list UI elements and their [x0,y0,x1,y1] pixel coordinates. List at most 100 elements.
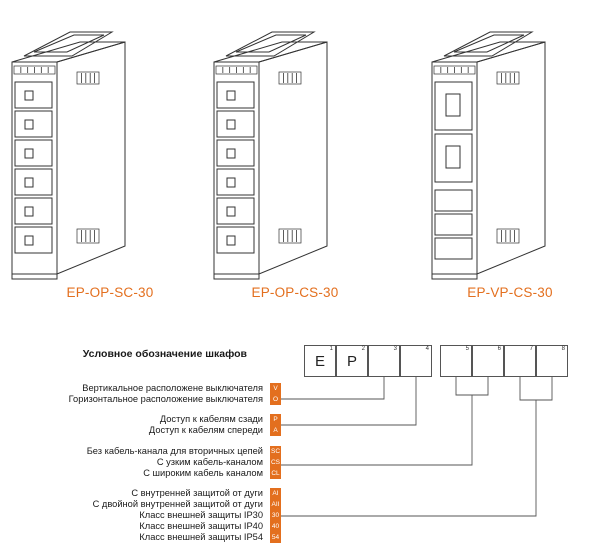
code-position-box: 8 [536,345,568,377]
position-number: 7 [529,346,533,352]
cabinet-drawing [431,31,546,280]
legend-row-label: Доступ к кабелям спереди [148,425,263,435]
legend-row-label: С внутренней защитой от дуги [131,488,263,498]
position-number: 4 [425,346,429,352]
module-handle [226,119,236,130]
legend-row-label: С узким кабель-каналом [156,457,263,467]
connector-line [519,377,553,401]
module-door [14,139,53,167]
top-vent [215,65,258,75]
module-door [216,226,255,254]
connector-line [281,395,473,466]
code-badge: CS [270,457,281,468]
module-door [216,168,255,196]
legend-row-label: Без кабель-канала для вторичных цепей [86,446,263,456]
cabinet-label: EP-VP-CS-30 [467,285,553,300]
module-handle [226,235,236,246]
cabinet-top [431,41,546,63]
module-handle [226,177,236,188]
code-position-box: 5 [440,345,472,377]
code-position-box: 3 [368,345,400,377]
code-badge: P [270,414,281,425]
cabinet-top [11,41,126,63]
cabinet-figure: EP-OP-SC-30 [0,0,190,300]
module-door [14,168,53,196]
module-handle [445,93,461,117]
code-badge: AI [270,488,281,499]
position-number: 5 [465,346,469,352]
cabinet-drawing [213,31,328,280]
legend-title: Условное обозначение шкафов [82,348,247,360]
module-door [216,110,255,138]
module-door [434,237,473,260]
module-door [14,197,53,225]
module-door [14,81,53,109]
module-handle [24,206,34,217]
module-handle [445,145,461,169]
legend-row-label: Класс внешней защиты IP54 [139,532,263,542]
position-number: 1 [329,346,333,352]
position-number: 3 [393,346,397,352]
legend-row-label: Класс внешней защиты IP30 [139,510,263,520]
module-door [434,189,473,212]
module-handle [24,235,34,246]
connector-line [455,377,489,396]
module-handle [24,119,34,130]
module-door [434,213,473,236]
cabinet-drawing [11,31,126,280]
cabinet-figure: EP-OP-CS-30 [202,0,392,300]
cabinet-figure: EP-VP-CS-30 [420,0,605,300]
legend-row-label: Вертикальное расположене выключателя [82,383,263,393]
side-vent-bottom [278,228,302,244]
side-vent-bottom [76,228,100,244]
module-handle [226,90,236,101]
position-number: 6 [497,346,501,352]
cabinet-label: EP-OP-SC-30 [66,285,154,300]
cabinet-top [213,41,328,63]
module-door [14,110,53,138]
connector-line [281,377,385,400]
code-badge: A [270,425,281,436]
module-handle [24,177,34,188]
code-badge: 54 [270,532,281,543]
connector-line [281,377,417,426]
top-vent [433,65,476,75]
position-number: 8 [561,346,565,352]
cabinet-label: EP-OP-CS-30 [251,285,339,300]
cabinet-roof-box [23,31,114,57]
module-handle [226,206,236,217]
module-door [14,226,53,254]
legend-row-label: С двойной внутренней защитой от дуги [92,499,263,509]
side-vent-top [496,71,520,85]
code-badge: 30 [270,510,281,521]
module-door [216,139,255,167]
position-number: 2 [361,346,365,352]
module-door [434,133,473,183]
code-badge: O [270,394,281,405]
code-position-box: 7 [504,345,536,377]
connector-line [281,400,537,517]
code-badge: 40 [270,521,281,532]
code-badge: AII [270,499,281,510]
legend-row-label: Доступ к кабелям сзади [159,414,263,424]
legend-row-label: С широким кабель каналом [143,468,263,478]
module-handle [226,148,236,159]
cabinet-roof-box [225,31,316,57]
code-position-box: 6 [472,345,504,377]
module-door [216,197,255,225]
top-vent [13,65,56,75]
module-door [216,81,255,109]
position-char: E [314,353,325,370]
legend-row-label: Класс внешней защиты IP40 [139,521,263,531]
code-badge: CL [270,468,281,479]
code-position-box: 4 [400,345,432,377]
module-handle [24,90,34,101]
module-door [434,81,473,131]
side-vent-top [278,71,302,85]
code-badge: V [270,383,281,394]
module-handle [24,148,34,159]
cabinet-roof-box [443,31,534,57]
